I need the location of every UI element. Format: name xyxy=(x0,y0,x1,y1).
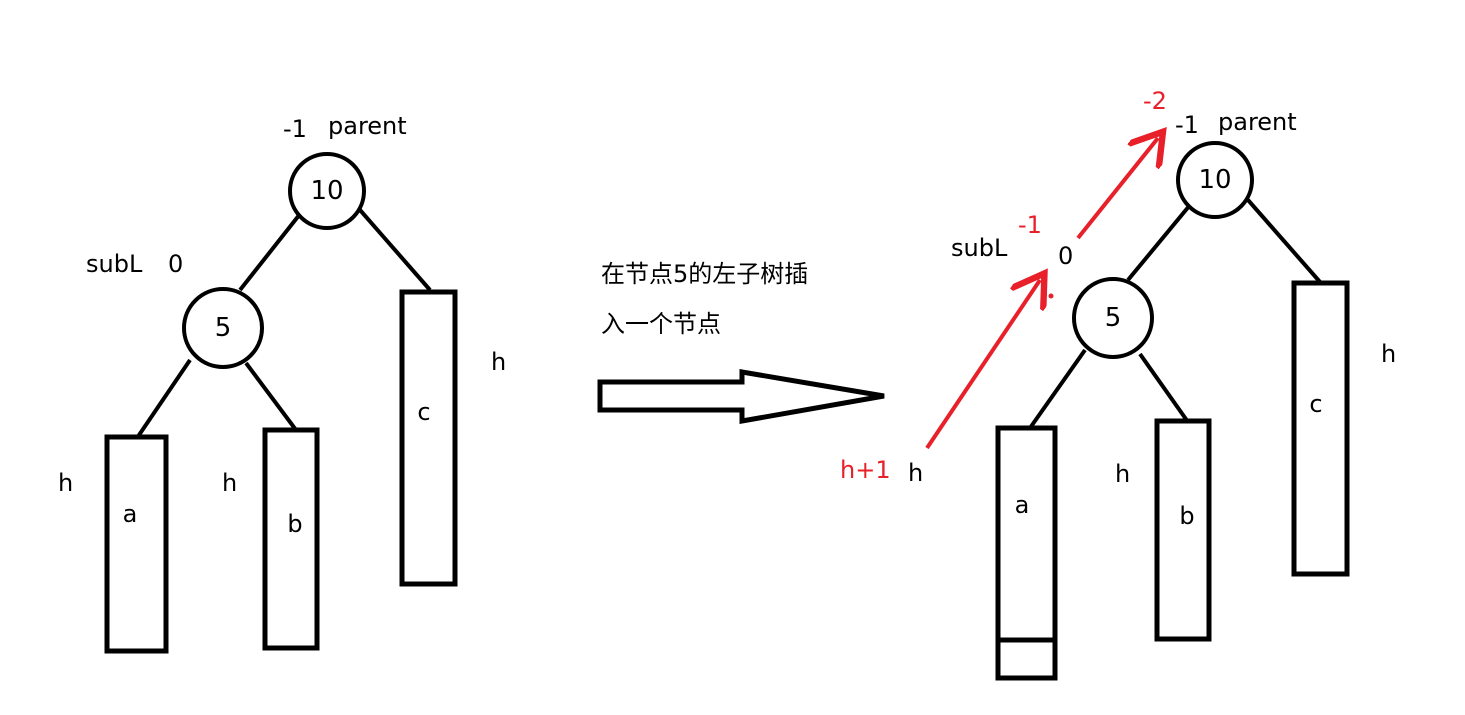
node-10-r xyxy=(1176,141,1254,219)
subtree-a-r xyxy=(995,425,1058,643)
right-tree: 10 -1 parent -2 5 subL -1 0 a h+1 h b h … xyxy=(840,87,1396,681)
update-arrow-to-5 xyxy=(925,280,1040,450)
root-balance: -1 xyxy=(283,115,307,143)
inserted-node-block xyxy=(995,637,1058,681)
update-arrow-to-10 xyxy=(1076,138,1158,240)
node-5 xyxy=(182,287,264,369)
subl-r-tag: subL xyxy=(951,234,1008,262)
node-5-r-label: 5 xyxy=(1105,303,1122,333)
transition-arrow xyxy=(597,369,885,424)
subtree-b-r xyxy=(1154,418,1212,642)
edge-10-c-r xyxy=(1246,198,1322,284)
subtree-b-label: b xyxy=(287,510,302,538)
edge-5-a-r xyxy=(1028,348,1087,430)
subtree-a-r-label: a xyxy=(1015,491,1030,519)
subtree-c-label: c xyxy=(417,398,430,426)
edge-10-5-r xyxy=(1126,203,1192,282)
caption-line-2: 入一个节点 xyxy=(601,310,721,338)
root-r-new-balance: -2 xyxy=(1143,87,1167,115)
left-tree: 10 -1 parent 5 subL 0 a h b h c h xyxy=(58,112,506,654)
caption-line-1: 在节点5的左子树插 xyxy=(601,260,808,288)
subtree-c-height: h xyxy=(491,348,506,376)
subtree-c xyxy=(399,289,458,587)
node-10-label: 10 xyxy=(310,176,343,206)
subtree-c-r-height: h xyxy=(1381,340,1396,368)
edge-10-5 xyxy=(238,212,302,292)
subl-r-old-balance: 0 xyxy=(1058,242,1073,270)
subtree-b xyxy=(262,427,320,651)
subtree-a-label: a xyxy=(123,500,138,528)
node-10-r-label: 10 xyxy=(1198,165,1231,195)
subtree-c-r-label: c xyxy=(1309,390,1322,418)
subtree-a xyxy=(104,434,169,654)
subtree-a-r-old-height: h xyxy=(908,459,923,487)
subtree-c-r xyxy=(1291,280,1350,577)
root-tag: parent xyxy=(328,112,407,140)
subtree-b-height: h xyxy=(222,469,237,497)
subtree-a-r-new-height: h+1 xyxy=(840,456,891,484)
node-5-r xyxy=(1072,277,1154,359)
subtree-a-height: h xyxy=(58,469,73,497)
root-r-old-balance: -1 xyxy=(1175,111,1199,139)
edge-10-c xyxy=(358,208,432,292)
subl-r-new-balance: -1 xyxy=(1018,211,1042,239)
node-10 xyxy=(288,152,366,230)
subtree-b-r-height: h xyxy=(1115,460,1130,488)
arrow-dot xyxy=(1048,293,1054,299)
subl-balance: 0 xyxy=(168,250,183,278)
subtree-b-r-label: b xyxy=(1179,502,1194,530)
edge-5-b xyxy=(244,361,298,432)
transition: 在节点5的左子树插 入一个节点 xyxy=(597,260,885,424)
edge-5-b-r xyxy=(1138,352,1190,424)
subl-tag: subL xyxy=(86,250,143,278)
edge-5-a xyxy=(135,358,192,440)
root-r-tag: parent xyxy=(1218,108,1297,136)
node-5-label: 5 xyxy=(215,313,232,343)
